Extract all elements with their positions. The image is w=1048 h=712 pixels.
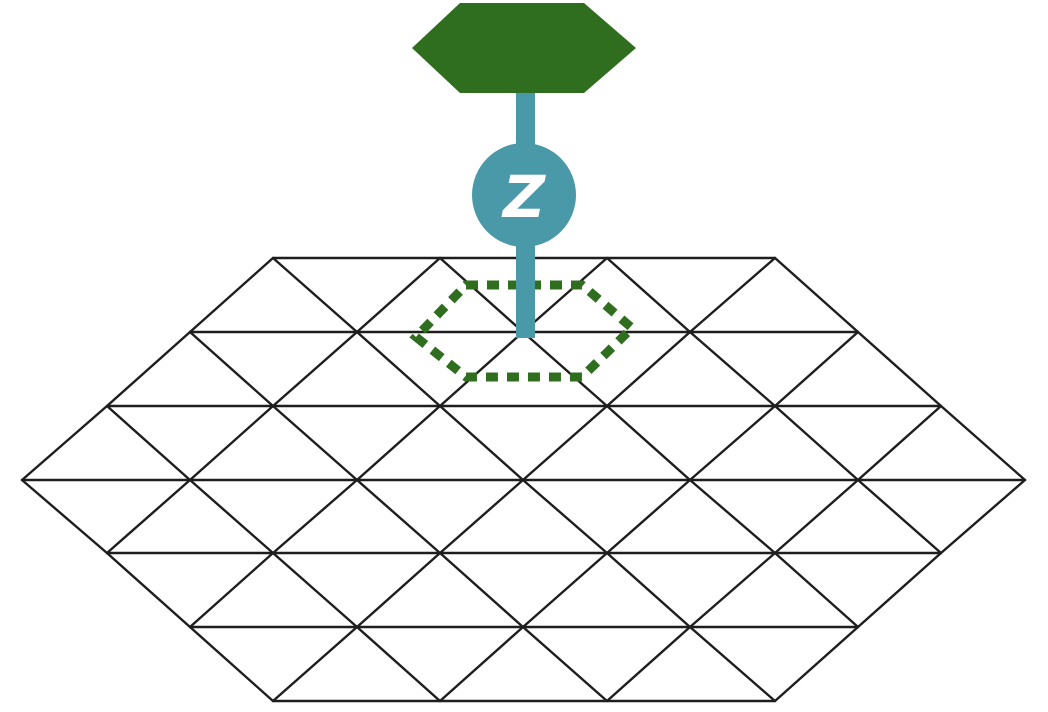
lattice-diagonal-line — [521, 256, 609, 334]
lattice-diagonal-line — [688, 256, 777, 334]
lattice-diagonal-line — [773, 330, 860, 408]
lattice-diagonal-line — [773, 256, 860, 334]
lattice-diagonal-line — [605, 256, 692, 334]
z-operator-label: Z — [501, 163, 546, 231]
lattice-diagonal-line — [773, 625, 860, 703]
lattice-diagonal-line — [355, 404, 442, 482]
lattice-diagonal-line — [605, 625, 692, 703]
tensor-hexagon — [412, 3, 636, 93]
lattice-diagonal-line — [688, 551, 777, 629]
lattice-diagonal-line — [271, 256, 359, 334]
lattice-diagonal-line — [105, 478, 192, 555]
lattice-diagonal-line — [105, 404, 192, 482]
lattice-diagonal-line — [188, 478, 275, 555]
lattice-diagonal-line — [773, 404, 860, 482]
lattice-diagonal-line — [188, 551, 275, 629]
lattice-diagonal-line — [605, 330, 692, 408]
triangular-lattice — [20, 256, 1027, 703]
lattice-diagonal-line — [355, 478, 442, 555]
lattice-diagonal-line — [105, 551, 192, 629]
lattice-diagonal-line — [688, 330, 777, 408]
lattice-diagonal-line — [773, 478, 860, 555]
lattice-diagonal-line — [605, 478, 692, 555]
lattice-diagonal-line — [521, 330, 609, 408]
lattice-diagonal-line — [856, 478, 943, 555]
lattice-diagonal-line — [355, 551, 442, 629]
lattice-diagonal-line — [521, 551, 609, 629]
lattice-diagonal-line — [521, 478, 609, 555]
lattice-diagonal-line — [939, 478, 1027, 555]
lattice-diagonal-line — [856, 404, 943, 482]
lattice-diagonal-line — [605, 551, 692, 629]
lattice-diagonal-line — [438, 551, 525, 629]
lattice-diagonal-line — [438, 256, 525, 334]
lattice-diagonal-line — [939, 404, 1027, 482]
lattice-diagonal-line — [271, 478, 359, 555]
lattice-diagonal-line — [188, 625, 275, 703]
lattice-diagonal-line — [188, 330, 275, 408]
lattice-diagonal-line — [856, 330, 943, 408]
lattice-diagonal-line — [438, 478, 525, 555]
lattice-diagonal-line — [438, 404, 525, 482]
operator-leg-lower — [516, 232, 535, 338]
target-site-dashed-hexagon — [409, 280, 639, 382]
lattice-diagonal-line — [188, 404, 275, 482]
lattice-diagonal-line — [355, 330, 442, 408]
lattice-diagonal-line — [521, 625, 609, 703]
lattice-diagonal-line — [20, 404, 109, 482]
lattice-diagonal-line — [773, 551, 860, 629]
lattice-diagonal-line — [271, 625, 359, 703]
lattice-diagonal-line — [271, 404, 359, 482]
lattice-diagonal-line — [271, 551, 359, 629]
lattice-diagonal-line — [355, 625, 442, 703]
lattice-diagonal-line — [688, 404, 777, 482]
lattice-diagonal-line — [271, 330, 359, 408]
lattice-diagonal-line — [521, 404, 609, 482]
lattice-diagonal-line — [605, 404, 692, 482]
lattice-diagonal-line — [438, 330, 525, 408]
lattice-diagonal-line — [20, 478, 109, 555]
lattice-diagonal-line — [856, 551, 943, 629]
lattice-diagonal-line — [105, 330, 192, 408]
lattice-diagonal-line — [688, 478, 777, 555]
lattice-diagonal-line — [355, 256, 442, 334]
lattice-diagonal-line — [688, 625, 777, 703]
lattice-diagonal-line — [188, 256, 275, 334]
lattice-diagonal-line — [438, 625, 525, 703]
operator-leg-upper — [516, 86, 535, 158]
z-operator-node — [472, 143, 576, 247]
